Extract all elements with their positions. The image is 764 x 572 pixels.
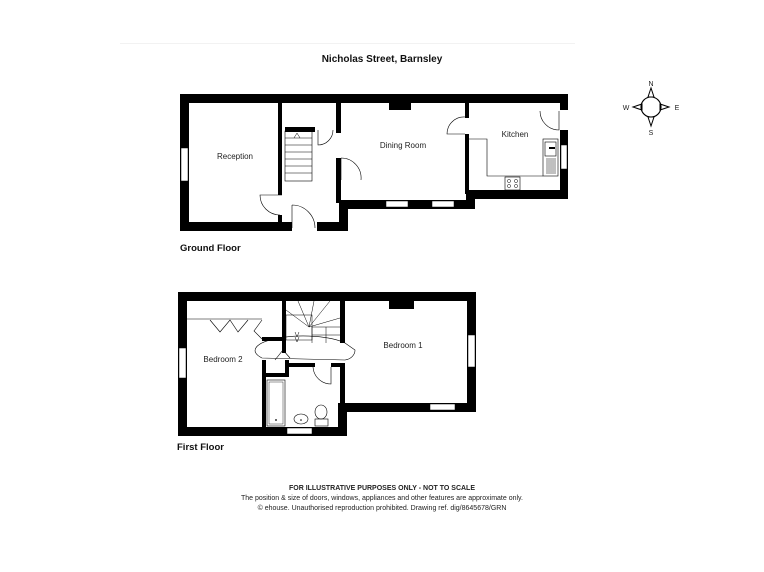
svg-text:N: N [648,81,653,88]
copyright-text: © ehouse. Unauthorised reproduction proh… [257,505,507,512]
door-swing-icon [340,157,362,181]
room-label-bedroom-2: Bedroom 2 [203,355,243,364]
svg-text:S: S [649,130,654,137]
disclaimer-heading: FOR ILLUSTRATIVE PURPOSES ONLY - NOT TO … [288,485,476,492]
compass-icon: N S W E [623,81,680,137]
door-swing-icon [539,110,560,131]
wardrobe-doors-icon [209,319,249,333]
hob-icon [504,176,521,191]
ground-floor-plan: Reception Dining Room Kitchen [180,94,568,231]
floor-label-ground: Ground Floor [180,243,241,254]
basin-icon [293,413,309,425]
sink-icon [544,141,557,157]
floor-label-first: First Floor [177,442,224,453]
door-swing-icon [446,116,466,135]
door-swing-icon [317,129,334,146]
door-swing-icon [312,366,332,385]
stair-arrow-icon [293,132,301,139]
bath-icon [266,379,286,427]
room-label-bedroom-1: Bedroom 1 [383,341,423,350]
door-swing-icon [259,194,282,216]
top-divider [120,43,575,44]
page-title: Nicholas Street, Barnsley [321,54,443,65]
svg-text:W: W [623,105,630,112]
room-label-kitchen: Kitchen [502,130,529,139]
disclaimer: FOR ILLUSTRATIVE PURPOSES ONLY - NOT TO … [0,484,764,514]
door-swing-icon [291,204,316,229]
room-label-reception: Reception [217,152,253,161]
svg-text:E: E [675,105,680,112]
room-label-dining-room: Dining Room [380,141,427,150]
disclaimer-text: The position & size of doors, windows, a… [241,495,523,502]
toilet-icon [314,404,328,420]
first-floor-plan: Bedroom 1 Bedroom 2 [178,292,476,436]
